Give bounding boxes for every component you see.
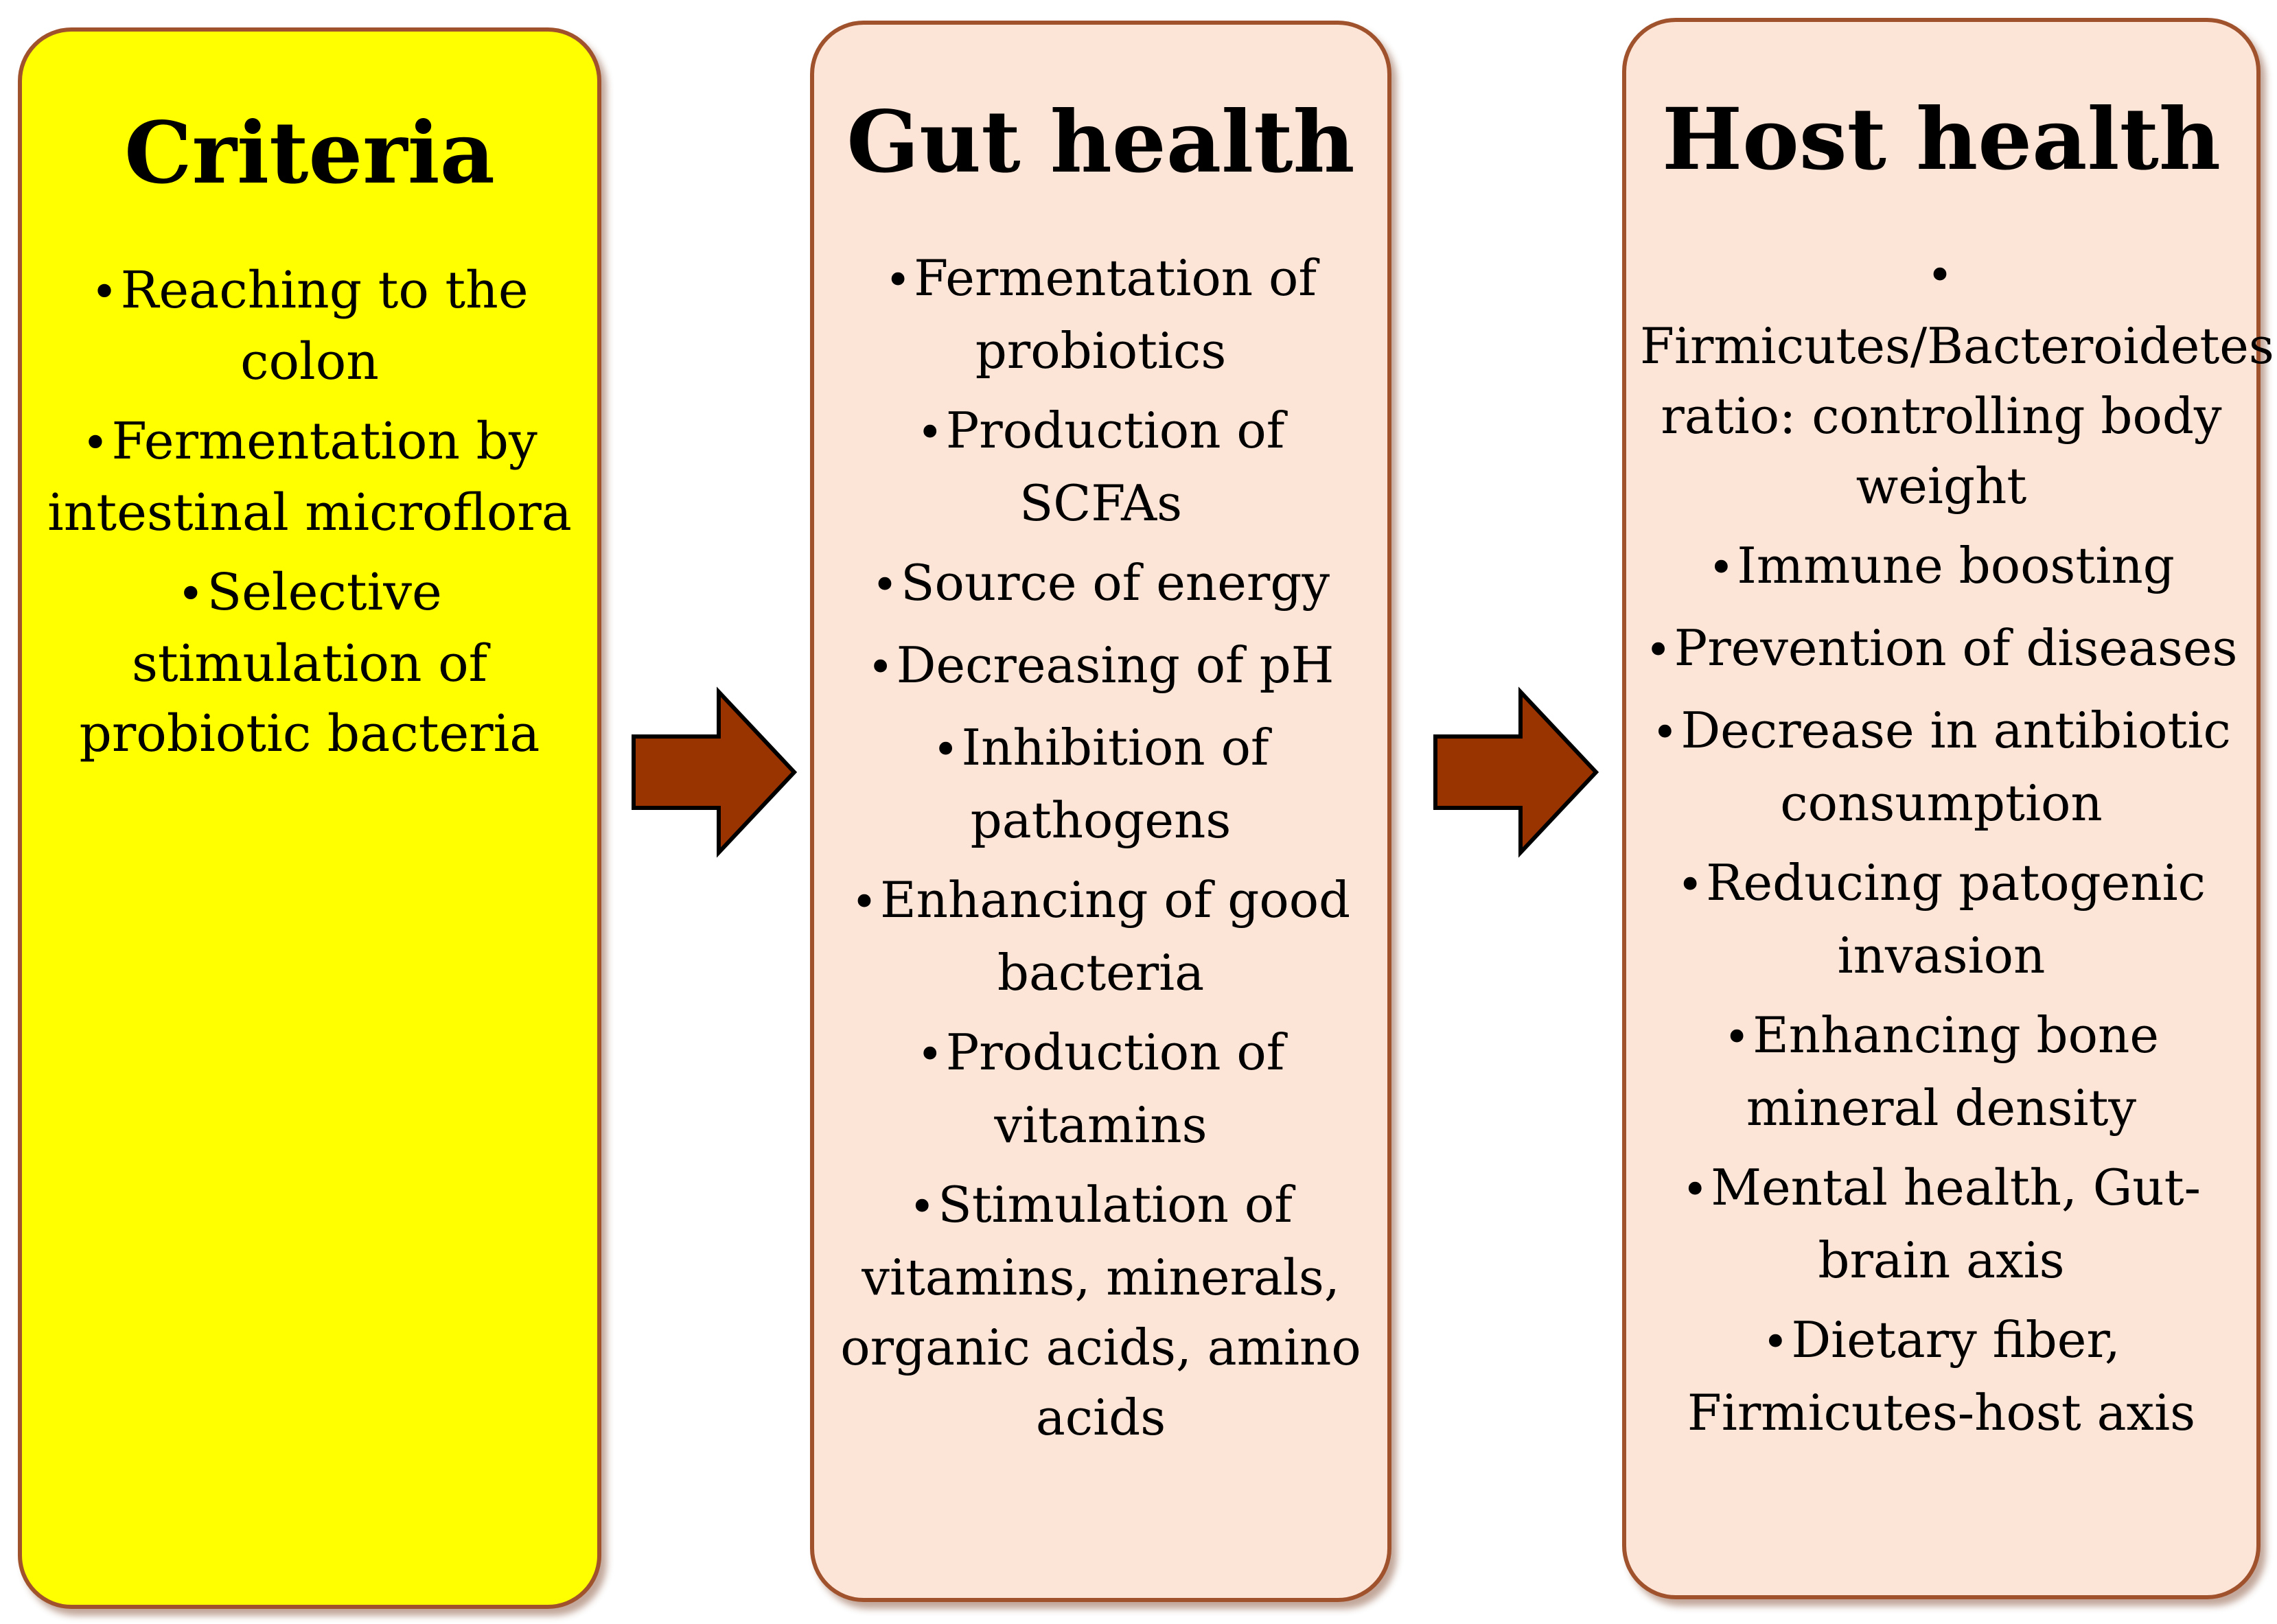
bullet-icon: • xyxy=(177,567,205,620)
list-item: •Source of energy xyxy=(835,548,1367,620)
bullet-icon: • xyxy=(1645,625,1672,676)
list-item: •Decreasing of pH xyxy=(835,630,1367,703)
bullet-icon: • xyxy=(916,1029,943,1080)
bullet-icon: • xyxy=(1724,1012,1750,1063)
list-item: •Reducing patogenic invasion xyxy=(1640,848,2243,990)
list-item: •Decrease in antibiotic consumption xyxy=(1640,695,2243,838)
right-arrow-icon xyxy=(632,686,798,858)
list-item: •Reaching to the colon xyxy=(43,255,577,397)
list-item: •Dietary fiber, Firmicutes-host axis xyxy=(1640,1305,2243,1448)
bullet-icon: • xyxy=(909,1181,936,1233)
host-health-box: Host health •Firmicutes/Bacteroidetes ra… xyxy=(1622,18,2274,1599)
bullet-icon: • xyxy=(885,255,912,306)
host-health-list: •Firmicutes/Bacteroidetes ratio: control… xyxy=(1640,238,2274,1457)
criteria-title: Criteria xyxy=(124,104,496,203)
list-item: •Enhancing bone mineral density xyxy=(1640,1000,2243,1143)
list-item: •Selective stimulation of probiotic bact… xyxy=(43,557,577,769)
bullet-icon: • xyxy=(1682,1164,1709,1216)
host-health-title: Host health xyxy=(1661,90,2221,189)
list-item: •Immune boosting xyxy=(1640,531,2243,603)
bullet-icon: • xyxy=(851,877,878,928)
bullet-icon: • xyxy=(916,407,943,459)
list-item: •Inhibition of pathogens xyxy=(835,712,1367,855)
bullet-icon: • xyxy=(1677,859,1704,911)
list-item: •Firmicutes/Bacteroidetes ratio: control… xyxy=(1640,238,2274,521)
list-item: •Fermentation by intestinal microflora xyxy=(43,406,577,548)
bullet-icon: • xyxy=(932,724,959,776)
bullet-icon: • xyxy=(82,416,109,469)
gut-health-list: •Fermentation of probiotics •Production … xyxy=(835,243,1367,1462)
list-item: •Production of SCFAs xyxy=(835,395,1367,538)
bullet-icon: • xyxy=(91,265,118,318)
gut-health-title: Gut health xyxy=(846,93,1355,192)
list-item: •Enhancing of good bacteria xyxy=(835,865,1367,1008)
bullet-icon: • xyxy=(1708,542,1735,594)
list-item: •Mental health, Gut-brain axis xyxy=(1640,1152,2243,1295)
bullet-icon: • xyxy=(1926,250,1954,301)
list-item: •Production of vitamins xyxy=(835,1017,1367,1160)
arrow-1-shape xyxy=(632,686,798,858)
list-item: •Stimulation of vitamins, minerals, orga… xyxy=(835,1170,1367,1452)
list-item: •Fermentation of probiotics xyxy=(835,243,1367,386)
criteria-list: •Reaching to the colon •Fermentation by … xyxy=(43,255,577,778)
arrow-2-shape xyxy=(1433,686,1599,858)
criteria-box: Criteria •Reaching to the colon •Ferment… xyxy=(18,27,601,1609)
gut-health-box: Gut health •Fermentation of probiotics •… xyxy=(810,21,1391,1602)
bullet-icon: • xyxy=(1652,707,1678,758)
right-arrow-icon xyxy=(1433,686,1599,858)
bullet-icon: • xyxy=(1762,1316,1789,1368)
bullet-icon: • xyxy=(871,559,899,611)
list-item: •Prevention of diseases xyxy=(1640,613,2243,686)
bullet-icon: • xyxy=(867,642,894,693)
